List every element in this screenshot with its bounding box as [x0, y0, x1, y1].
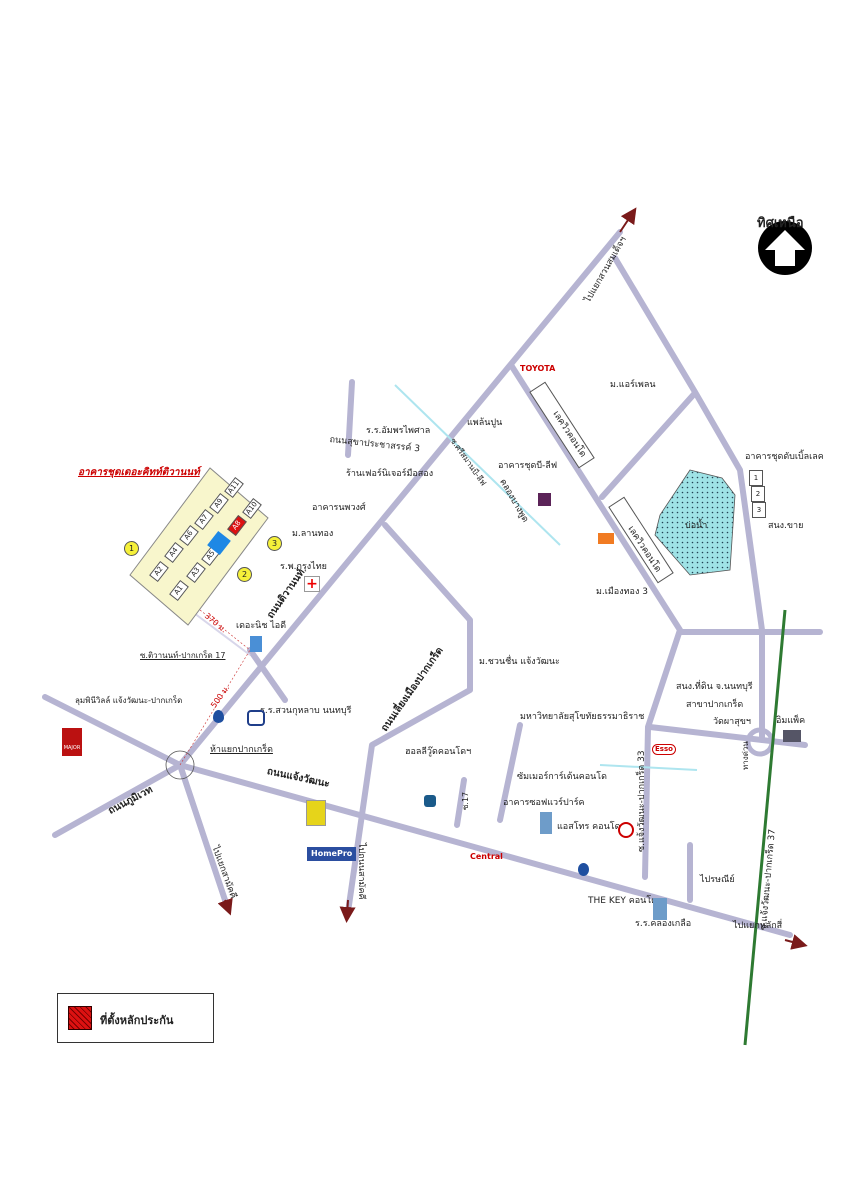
- road-label-soi17: ซ.17: [461, 791, 470, 810]
- place-amphorn: ร.ร.อัมพรไพศาล: [366, 426, 431, 436]
- place-software-park: อาคารซอฟแวร์ปาร์ค: [503, 798, 585, 808]
- place-nopphawong: อาคารนพวงศ์: [312, 503, 366, 513]
- place-sales-office: สนง.ขาย: [768, 521, 804, 531]
- place-junction: ห้าแยกปากเกร็ด: [210, 745, 273, 755]
- place-krungthai: ร.พ.กรุงไทย: [280, 562, 327, 572]
- place-lumpini: ลุมพินีวิลล์ แจ้งวัฒนะ-ปากเกร็ด: [75, 696, 183, 705]
- arrow-samakkhi-rd: [339, 899, 356, 923]
- arrow-north: [619, 207, 637, 233]
- ptt-icon-2: [578, 863, 589, 876]
- bank-icon: [424, 795, 436, 807]
- place-airplane: ม.แอร์เพลน: [610, 380, 656, 390]
- legend: ที่ตั้งหลักประกัน: [57, 993, 214, 1043]
- road-label-soi17-tiwanon: ซ.ติวานนท์-ปากเกร็ด 17: [140, 651, 226, 660]
- place-summer: ซัมเมอร์การ์เด้นคอนโด: [517, 772, 607, 782]
- road-phumivet: [52, 762, 183, 838]
- place-lanthong: ม.ลานทอง: [292, 529, 334, 539]
- place-suankularb: ร.ร.สวนกุหลาบ นนทบุรี: [260, 706, 352, 716]
- place-stou: มหาวิทยาลัยสุโขทัยธรรมาธิราช: [520, 712, 645, 722]
- place-phaenpun: แพล้นปูน: [467, 418, 503, 428]
- road-soi17-tiwanon: [247, 647, 288, 703]
- road-bypass: [345, 522, 473, 915]
- expressway-label: ทางด่วน: [741, 741, 750, 770]
- astro-tower-icon: [540, 812, 552, 834]
- thekey-tower-icon: [653, 898, 667, 920]
- junction-circle: [165, 750, 195, 780]
- esso-logo: Esso: [652, 744, 676, 755]
- place-chuanchuen: ม.ชวนชื่น แจ้งวัฒนะ: [479, 657, 560, 667]
- road-tiwanon: [177, 229, 623, 768]
- north-arrow-icon: [765, 230, 805, 266]
- place-wat-phasuk: วัดผาสุขฯ: [713, 717, 751, 727]
- collateral-swatch-icon: [68, 1006, 92, 1030]
- place-post: ไปรษณีย์: [700, 875, 735, 885]
- place-doublelake: อาคารชุดดับเบิ้ลเลค: [745, 452, 824, 462]
- road-stou: [497, 722, 523, 823]
- place-thenichi: เดอะนิช ไอดี: [236, 621, 287, 631]
- place-furniture: ร้านเฟอร์นิเจอร์มือสอง: [346, 469, 434, 479]
- place-thekey: THE KEY คอนโด: [588, 896, 658, 906]
- road-east: [612, 255, 765, 743]
- project-title: อาคารชุดเดอะคิทท์ติวานนท์: [78, 467, 200, 478]
- distance-500-line: [179, 649, 251, 766]
- legend-label: ที่ตั้งหลักประกัน: [100, 1014, 174, 1027]
- khlong-canal: [394, 384, 561, 546]
- place-khlongklua: ร.ร.คลองเกลือ: [635, 919, 692, 929]
- doublelake-3: 3: [752, 502, 766, 518]
- impact-building-icon: [783, 730, 801, 742]
- kbank-icon: [618, 822, 634, 838]
- bigc-logo-icon: [306, 800, 326, 826]
- road-wat: [647, 724, 808, 748]
- road-label-to-samakkhi-rd: ไปถนนสามัคคี: [356, 843, 366, 900]
- place-bleaf: อาคารชุดบี-ลีฟ: [498, 461, 558, 471]
- expressway-line: [743, 609, 787, 1046]
- distance-370-line: [199, 609, 251, 651]
- scb-icon: [538, 493, 551, 506]
- pond: [654, 469, 736, 576]
- road-soi17: [454, 777, 467, 828]
- doublelake-2: 2: [751, 486, 765, 502]
- canal-2: [599, 764, 698, 771]
- major-logo: MAJOR: [62, 728, 82, 756]
- doublelake-1: 1: [749, 470, 763, 486]
- north-label: ทิศเหนือ: [757, 216, 804, 231]
- central-logo: Central: [470, 852, 503, 861]
- marker-2: 2: [237, 567, 252, 582]
- arrow-laksi: [784, 934, 808, 950]
- homepro-logo: HomePro: [307, 847, 357, 861]
- hospital-cross-icon: +: [304, 576, 320, 592]
- marker-1: 1: [124, 541, 139, 556]
- road-chaengwattana: [177, 762, 793, 938]
- place-land-office-branch: สาขาปากเกร็ด: [686, 700, 744, 710]
- site-plot: [129, 467, 269, 626]
- lakeview-block-1: [529, 381, 595, 469]
- road-label-soi33: ซ.แจ้งวัฒนะ-ปากเกร็ด 33: [637, 750, 647, 852]
- road-label-to-laksi: ไปแยกหลักสี่: [733, 921, 783, 931]
- ptt-icon: [213, 710, 224, 723]
- condo-tower-icon: [250, 636, 262, 652]
- road-toyota: [508, 362, 683, 880]
- arrow-samakkhi: [217, 897, 233, 916]
- bank-logo-icon: [247, 710, 265, 726]
- place-impact: อิมแพ็ค: [776, 716, 806, 726]
- road-link: [599, 390, 698, 500]
- place-hollywood: ฮอลลีวู๊ดคอนโดฯ: [405, 747, 472, 757]
- marker-3: 3: [267, 536, 282, 551]
- road-sukha: [345, 379, 355, 458]
- place-muangthong3: ม.เมืองทอง 3: [596, 587, 648, 597]
- place-pond: บ่อน้ำ: [685, 521, 708, 531]
- toyota-logo: TOYOTA: [520, 364, 556, 373]
- place-land-office: สนง.ที่ดิน จ.นนทบุรี: [676, 682, 753, 692]
- shop-icon: [598, 533, 614, 544]
- lakeview-block-2: [608, 496, 674, 584]
- place-astro: แอสโทร คอนโด: [557, 822, 621, 832]
